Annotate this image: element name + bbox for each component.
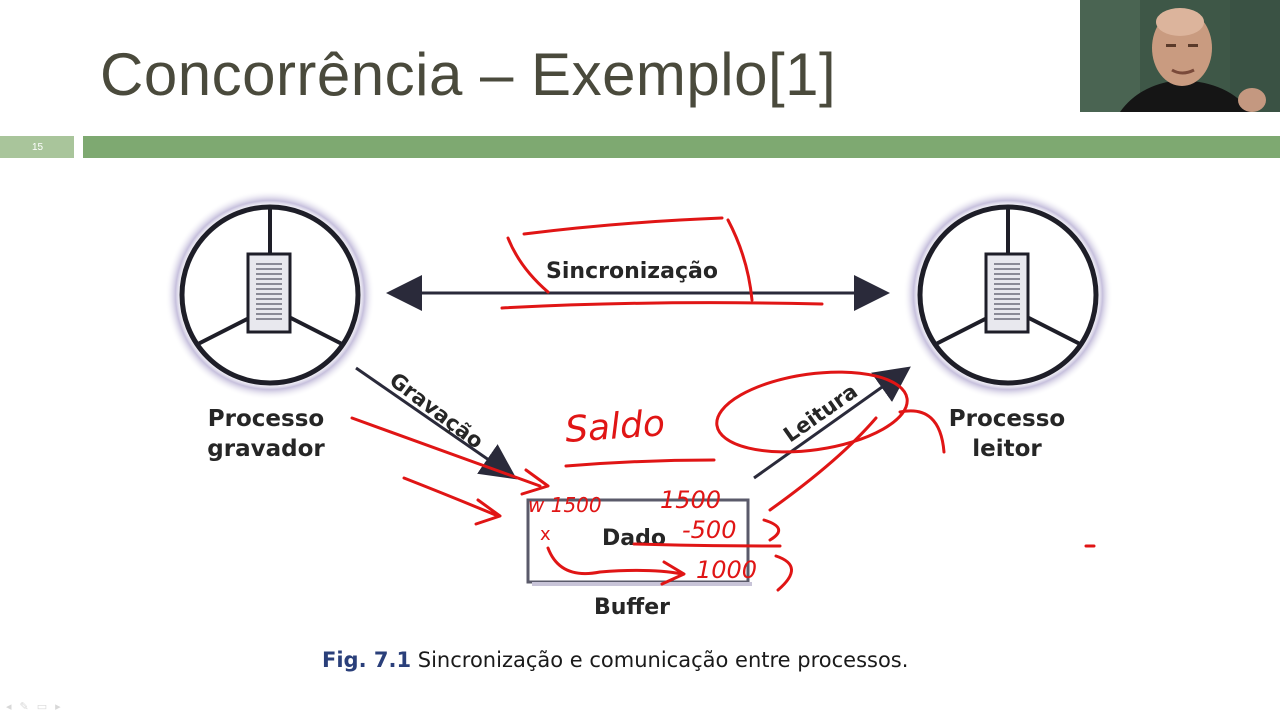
result-arrow-mark: [546, 546, 686, 586]
x-mark-annotation: x: [540, 524, 551, 545]
sync-label: Sincronização: [546, 259, 718, 284]
pen-tool-icon[interactable]: ✎: [19, 700, 29, 713]
bracket-mark: [762, 518, 793, 592]
read-circle-mark: [715, 370, 909, 454]
pen-annotations: [350, 216, 1096, 592]
saldo-annotation: Saldo: [564, 403, 666, 451]
webcam-presenter-icon: [1080, 0, 1280, 112]
input-mark-arrow: [402, 476, 502, 526]
caption-fig-number: Fig. 7.1: [322, 648, 411, 672]
reader-process-wheel-icon: [903, 190, 1113, 400]
reader-label-line2: leitor: [972, 436, 1042, 462]
reader-document-icon: [984, 252, 1030, 334]
value-minus-500-annotation: -500: [682, 516, 736, 544]
reader-mark-curve: [898, 409, 946, 454]
value-1000-annotation: 1000: [696, 556, 757, 584]
w-value-annotation: w 1500: [528, 493, 602, 517]
read-return-mark: [768, 416, 878, 512]
writer-label-line1: Processo: [208, 406, 324, 432]
buffer-label: Buffer: [594, 595, 670, 620]
slide-number: 15: [0, 136, 74, 158]
writer-label-line2: gravador: [207, 436, 325, 462]
prev-slide-icon[interactable]: ◂: [6, 700, 12, 713]
slideshow-nav-controls[interactable]: ◂ ✎ ▭ ▸: [6, 700, 61, 713]
menu-icon[interactable]: ▭: [36, 700, 48, 713]
saldo-underline-mark: [564, 458, 716, 468]
subtraction-line-mark: [632, 542, 782, 548]
reader-label-line1: Processo: [949, 406, 1065, 432]
write-arrow: [355, 366, 517, 480]
sync-highlight-mark: [500, 216, 824, 310]
read-label: Leitura: [779, 379, 862, 447]
value-1500-annotation: 1500: [660, 486, 721, 514]
writer-process-wheel-icon: [165, 190, 375, 400]
data-label: Dado: [602, 526, 666, 551]
slide-title: Concorrência – Exemplo[1]: [100, 41, 837, 108]
webcam-overlay: [1080, 0, 1280, 112]
read-arrow: [753, 366, 911, 480]
write-mark-arrow: [350, 416, 550, 496]
caption-text: Sincronização e comunicação entre proces…: [411, 648, 908, 672]
figure-caption: Fig. 7.1 Sincronização e comunicação ent…: [322, 648, 908, 672]
write-label: Gravação: [385, 368, 488, 454]
title-divider-bar: [83, 136, 1280, 158]
next-slide-icon[interactable]: ▸: [55, 700, 61, 713]
writer-document-icon: [246, 252, 292, 334]
